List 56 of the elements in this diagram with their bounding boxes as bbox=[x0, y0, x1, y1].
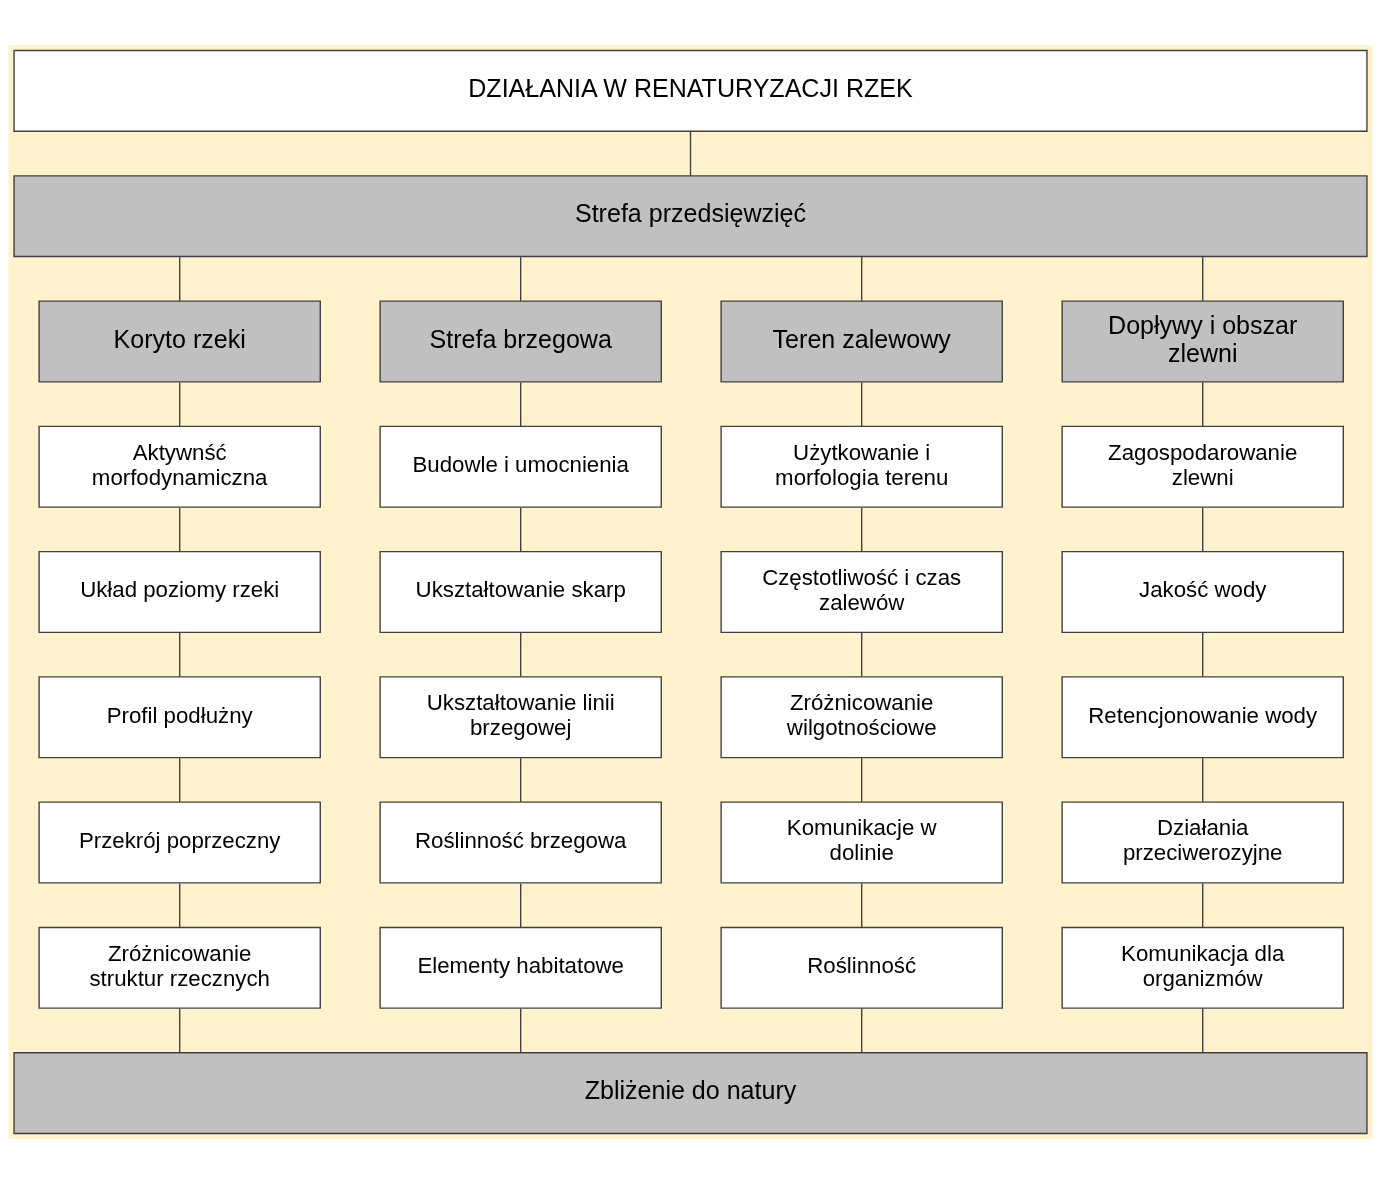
connector bbox=[520, 256, 522, 302]
connector bbox=[689, 131, 692, 177]
node-box: Układ poziomy rzeki bbox=[38, 550, 321, 634]
node-box: Budowle i umocnienia bbox=[379, 425, 662, 508]
node-box: Strefa przedsięwzięć bbox=[13, 175, 1368, 258]
node-box: Ukształtowanie skarp bbox=[379, 550, 662, 634]
node-box: Strefa brzegowa bbox=[379, 300, 662, 383]
connector bbox=[520, 632, 522, 678]
node-box: Roślinność brzegowa bbox=[379, 801, 662, 884]
connector bbox=[520, 1008, 522, 1054]
node-box: Elementy habitatowe bbox=[379, 926, 662, 1009]
node-box: Profil podłużny bbox=[38, 676, 321, 759]
node-box: Użytkowanie i morfologia terenu bbox=[720, 425, 1003, 508]
node-box: Aktywnść morfodynamiczna bbox=[38, 425, 321, 508]
node-box: Teren zalewowy bbox=[720, 300, 1003, 383]
node-box: Przekrój poprzeczny bbox=[38, 801, 321, 884]
node-box: Częstotliwość i czas zalewów bbox=[720, 550, 1003, 634]
connector bbox=[1202, 632, 1204, 678]
node-box: Działania przeciwerozyjne bbox=[1061, 801, 1344, 884]
node-box: Koryto rzeki bbox=[38, 300, 321, 383]
node-box: Ukształtowanie linii brzegowej bbox=[379, 676, 662, 759]
node-box: Komunikacja dla organizmów bbox=[1061, 926, 1344, 1009]
connector bbox=[1202, 381, 1204, 427]
connector bbox=[520, 507, 522, 552]
connector bbox=[861, 256, 863, 302]
node-box: Roślinność bbox=[720, 926, 1003, 1009]
node-box: DZIAŁANIA W RENATURYZACJI RZEK bbox=[13, 49, 1368, 132]
node-box: Komunikacje w dolinie bbox=[720, 801, 1003, 884]
node-box: Dopływy i obszar zlewni bbox=[1061, 300, 1344, 383]
node-box: Zagospodarowanie zlewni bbox=[1061, 425, 1344, 508]
connector bbox=[861, 632, 863, 678]
connector bbox=[520, 757, 522, 803]
connector bbox=[179, 632, 181, 678]
connector bbox=[1202, 507, 1204, 552]
connector bbox=[861, 381, 863, 427]
connector bbox=[1202, 757, 1204, 803]
node-box: Retencjonowanie wody bbox=[1061, 676, 1344, 759]
connector bbox=[1202, 1008, 1204, 1054]
connector bbox=[861, 757, 863, 803]
node-box: Zbliżenie do natury bbox=[13, 1052, 1368, 1135]
connector bbox=[179, 1008, 181, 1054]
connector bbox=[1202, 256, 1204, 302]
connector bbox=[520, 882, 522, 928]
connector bbox=[520, 381, 522, 427]
node-box: Zróżnicowanie struktur rzecznych bbox=[38, 926, 321, 1009]
connector bbox=[861, 882, 863, 928]
connector bbox=[179, 256, 181, 302]
connector bbox=[861, 507, 863, 552]
connector bbox=[179, 882, 181, 928]
connector bbox=[1202, 882, 1204, 928]
connector bbox=[179, 507, 181, 552]
connector bbox=[861, 1008, 863, 1054]
connector bbox=[179, 381, 181, 427]
connector bbox=[179, 757, 181, 803]
node-box: Jakość wody bbox=[1061, 550, 1344, 634]
node-box: Zróżnicowanie wilgotnościowe bbox=[720, 676, 1003, 759]
